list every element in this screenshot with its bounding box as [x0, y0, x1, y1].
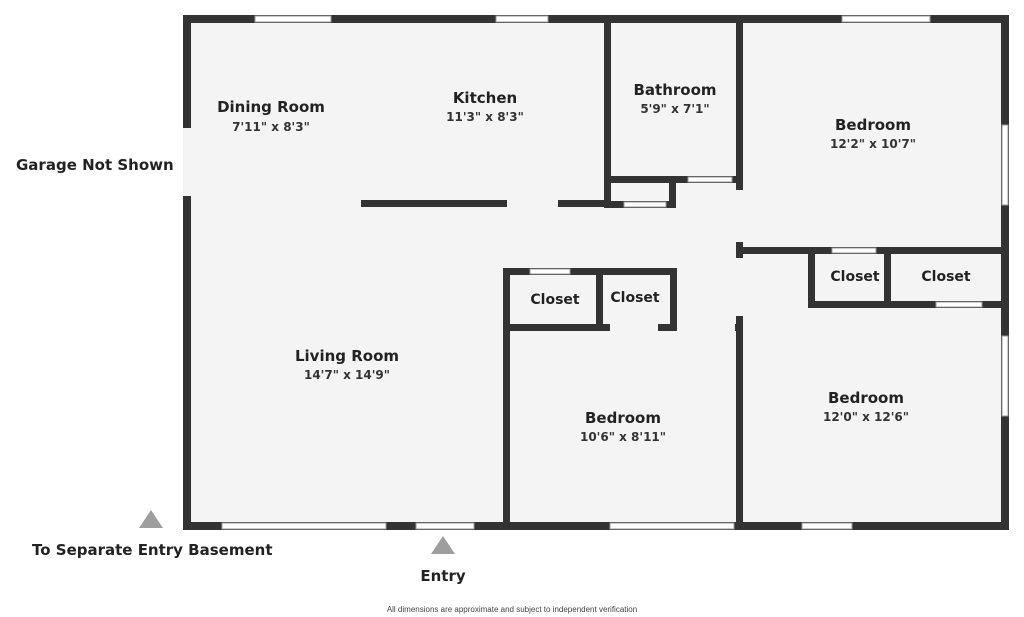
bedroom-ne-label: Bedroom: [835, 116, 911, 134]
living-room-dims: 14'7" x 14'9": [304, 368, 390, 382]
kitchen-dims: 11'3" x 8'3": [446, 110, 524, 124]
kitchen-label: Kitchen: [453, 89, 517, 107]
windows: [221, 15, 1009, 530]
bathroom-dims: 5'9" x 7'1": [640, 102, 709, 116]
entry-marker: [431, 536, 455, 554]
closet-right-a-label: Closet: [830, 269, 880, 285]
closet-middle-label: Closet: [610, 290, 660, 306]
closet-left-label: Closet: [530, 292, 580, 308]
door-openings: [183, 128, 743, 331]
bedroom-se-dims: 12'0" x 12'6": [823, 410, 909, 424]
living-room-label: Living Room: [295, 347, 399, 365]
bathroom-label: Bathroom: [633, 81, 716, 99]
disclaimer-footnote: All dimensions are approximate and subje…: [387, 605, 637, 614]
bedroom-center-label: Bedroom: [585, 409, 661, 427]
dining-room-label: Dining Room: [217, 98, 325, 116]
garage-label: Garage Not Shown: [16, 156, 174, 174]
basement-label: To Separate Entry Basement: [32, 541, 273, 559]
bedroom-se-label: Bedroom: [828, 389, 904, 407]
bedroom-center-dims: 10'6" x 8'11": [580, 430, 666, 444]
bedroom-ne-dims: 12'2" x 10'7": [830, 137, 916, 151]
entry-label: Entry: [420, 567, 465, 585]
closet-right-b-label: Closet: [921, 269, 971, 285]
exterior-walls: [183, 15, 1009, 530]
basement-entry-marker: [139, 510, 163, 528]
dining-room-dims: 7'11" x 8'3": [232, 120, 310, 134]
